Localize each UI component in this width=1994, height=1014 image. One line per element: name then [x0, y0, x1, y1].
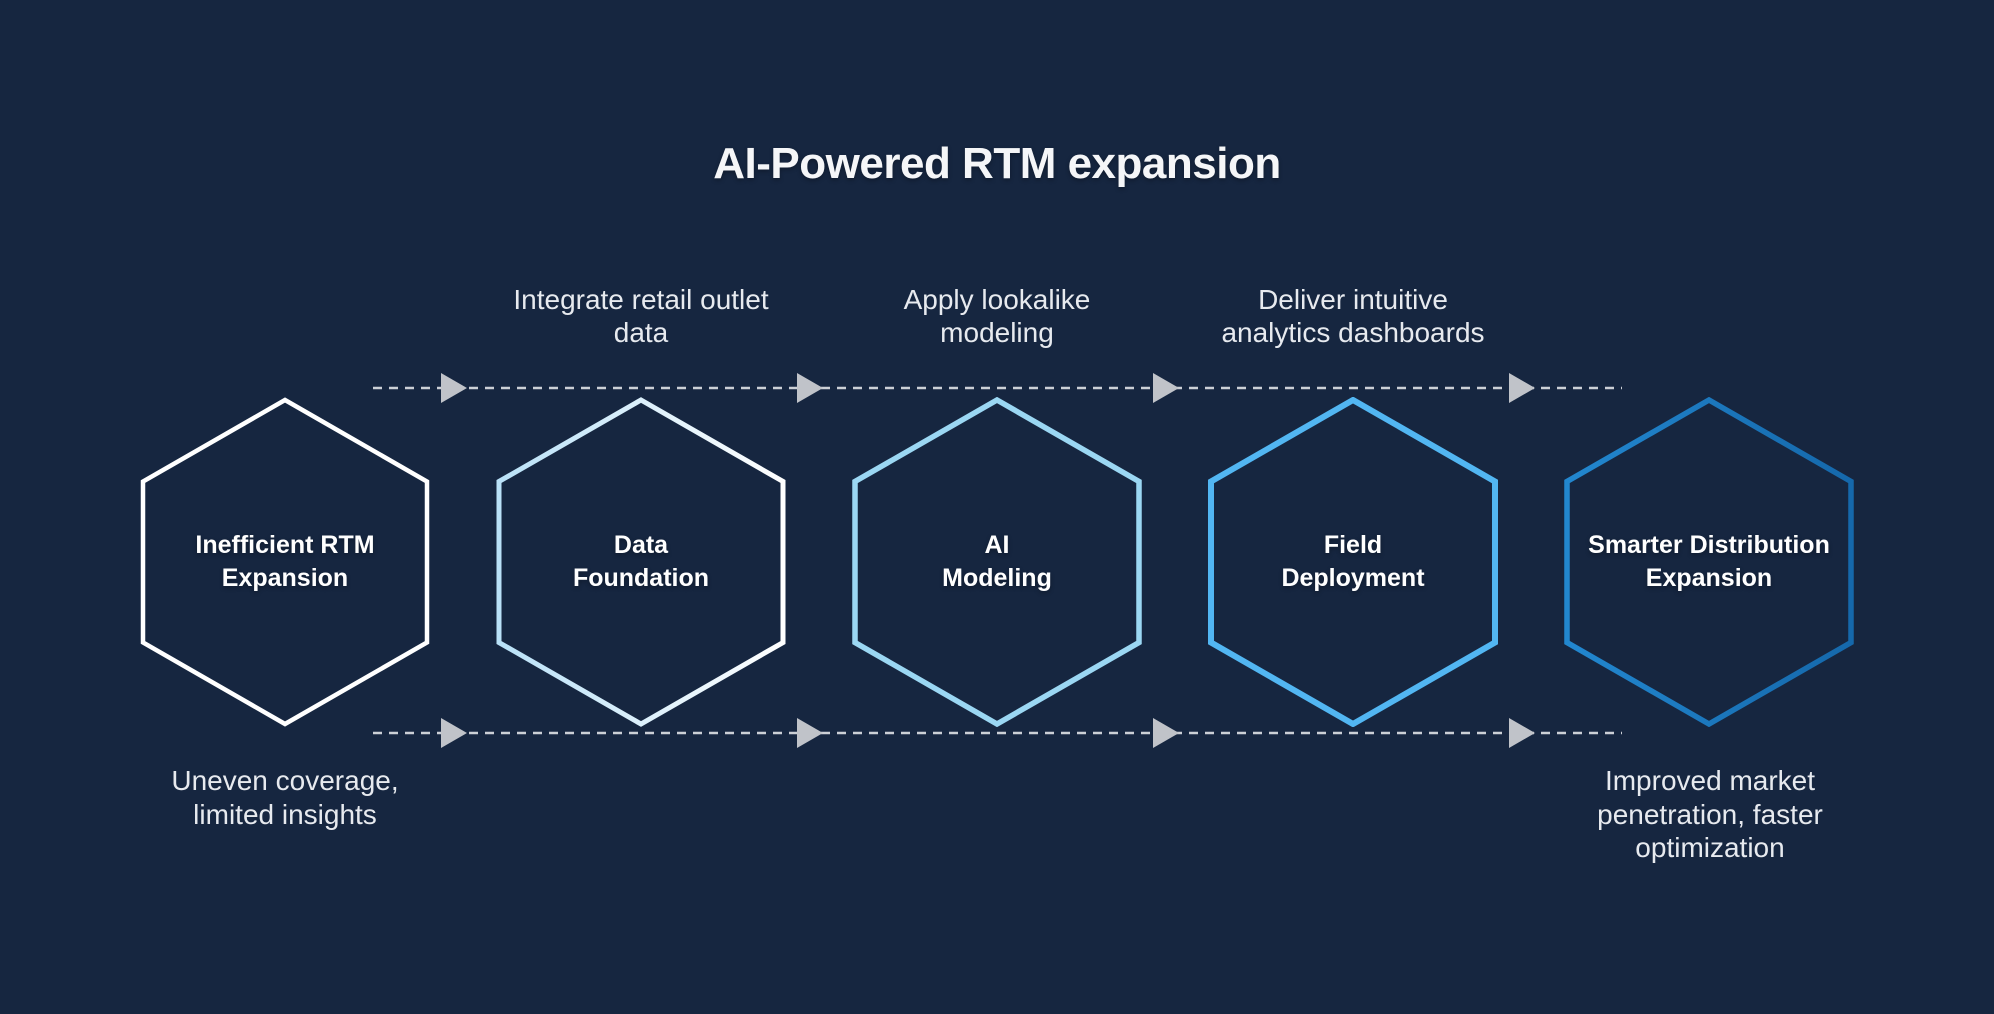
arrowhead-icon — [1153, 373, 1179, 403]
stage-label: Smarter Distribution Expansion — [1588, 531, 1830, 592]
hexagon-outline — [496, 397, 786, 727]
stage-hexagon-inefficient-rtm-expansion: Inefficient RTM Expansion — [140, 397, 430, 727]
stage-hexagon-smarter-distribution-expansion: Smarter Distribution Expansion — [1564, 397, 1854, 727]
step-label-integrate-retail-outlet-data: Integrate retail outlet data — [513, 284, 769, 348]
stage-hexagon-data-foundation: Data Foundation — [496, 397, 786, 727]
hexagon-shape — [140, 397, 430, 727]
arrowhead-icon — [1153, 718, 1179, 748]
stage-hexagon-field-deployment: Field Deployment — [1208, 397, 1498, 727]
step-label-deliver-analytics-dashboards: Deliver intuitive analytics dashboards — [1221, 284, 1485, 348]
stage-label: Inefficient RTM Expansion — [195, 531, 375, 592]
arrowhead-icon — [1509, 718, 1535, 748]
stage-hexagon-ai-modeling: AI Modeling — [852, 397, 1142, 727]
hexagon-outline — [140, 397, 430, 727]
arrowhead-icon — [797, 718, 823, 748]
stage-label: Field Deployment — [1281, 531, 1425, 592]
hexagon-outline — [1564, 397, 1854, 727]
hexagon-outline — [852, 397, 1142, 727]
arrowhead-icon — [1509, 373, 1535, 403]
caption-end-state: Improved market penetration, faster opti… — [1597, 765, 1823, 863]
hexagon-outline — [1208, 397, 1498, 727]
hexagon-shape — [852, 397, 1142, 727]
arrowhead-icon — [441, 718, 467, 748]
hexagon-shape — [1208, 397, 1498, 727]
hexagon-shape — [496, 397, 786, 727]
arrowhead-icon — [797, 373, 823, 403]
caption-start-state: Uneven coverage, limited insights — [171, 765, 399, 830]
arrowhead-icon — [441, 373, 467, 403]
hexagon-shape — [1564, 397, 1854, 727]
step-label-apply-lookalike-modeling: Apply lookalike modeling — [903, 284, 1091, 348]
stage-label: AI Modeling — [942, 531, 1052, 592]
stage-label: Data Foundation — [572, 531, 710, 592]
page-title: AI-Powered RTM expansion — [713, 139, 1281, 188]
